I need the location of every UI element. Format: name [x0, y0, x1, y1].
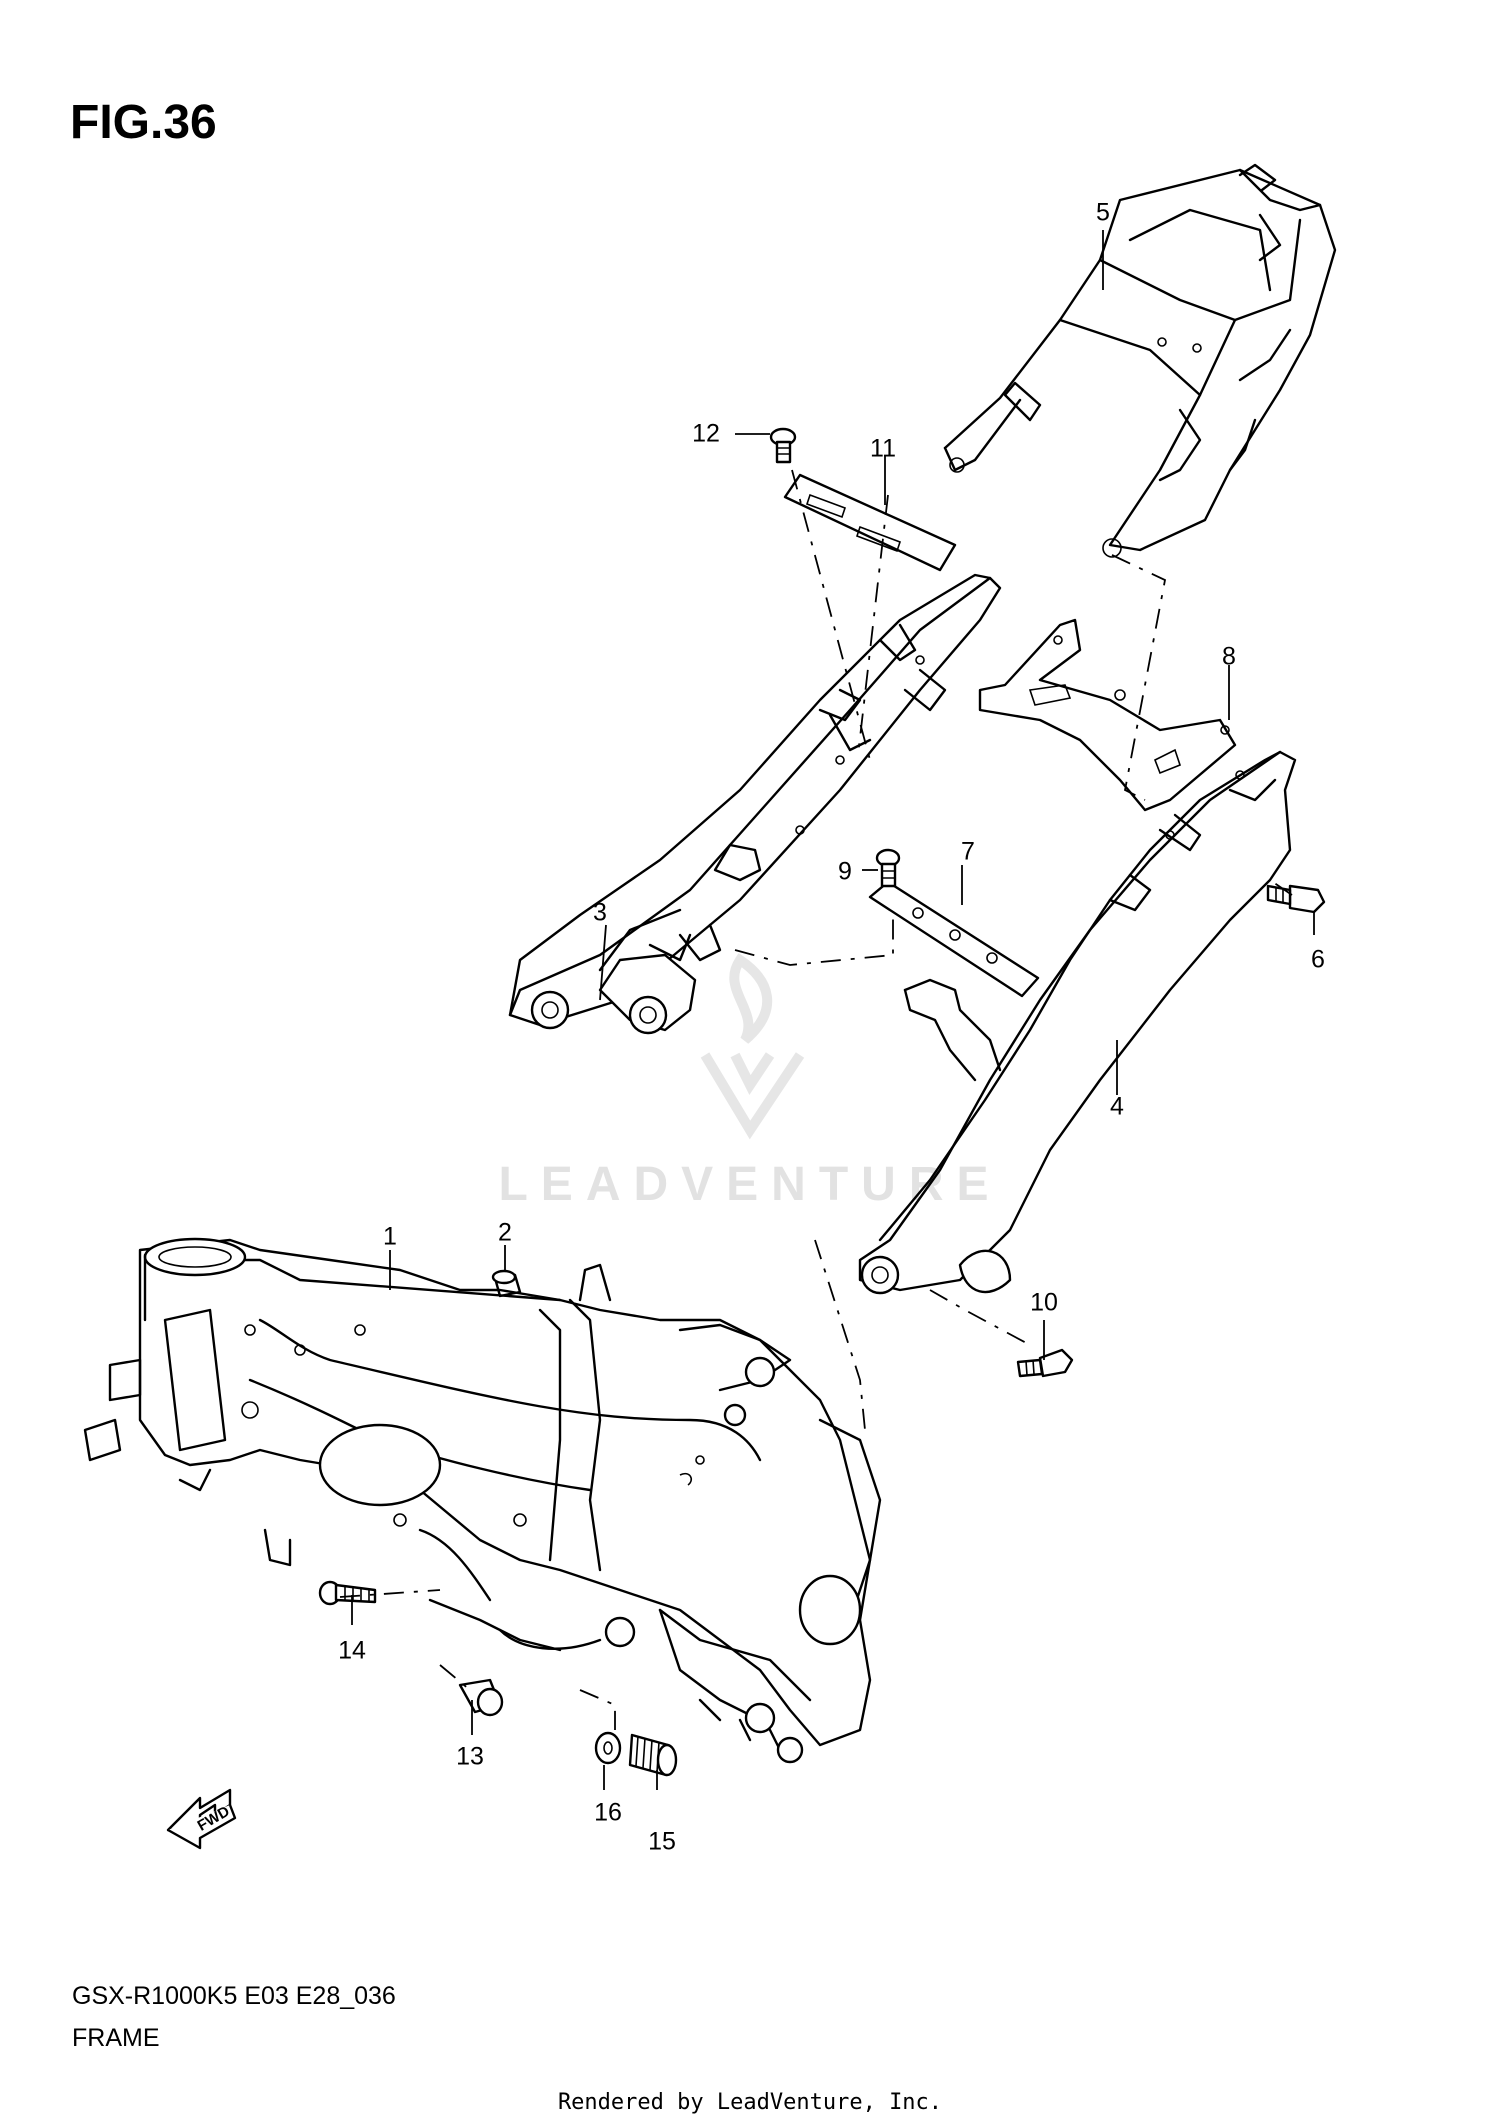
part-13-collar	[458, 1678, 504, 1717]
part-10-bolt	[1016, 1348, 1074, 1378]
part-15-insert	[628, 1733, 678, 1777]
part-7-plate	[868, 880, 1040, 998]
part-5-seat-frame	[943, 163, 1337, 558]
part-4-right-frame-rail	[858, 750, 1297, 1295]
fwd-arrow-icon: FWD	[166, 1788, 237, 1850]
part-1-main-frame	[83, 1237, 882, 1764]
callout-2: 2	[498, 1218, 512, 1247]
part-9-bolt	[875, 848, 901, 888]
callout-1: 1	[383, 1222, 397, 1251]
part-14-bolt	[318, 1580, 377, 1606]
render-credit: Rendered by LeadVenture, Inc.	[557, 2090, 943, 2115]
callout-12: 12	[692, 419, 720, 448]
leader-lines	[351, 230, 1315, 1790]
callout-4: 4	[1110, 1092, 1124, 1121]
part-6-bolt	[1266, 884, 1326, 914]
callout-16: 16	[594, 1798, 622, 1827]
part-3-left-frame-rail	[508, 573, 1002, 1035]
callout-14: 14	[338, 1636, 366, 1665]
callout-15: 15	[648, 1827, 676, 1856]
callout-7: 7	[961, 837, 975, 866]
section-name: FRAME	[72, 2024, 160, 2052]
callout-9: 9	[838, 857, 852, 886]
watermark-text: LEADVENTURE	[498, 1158, 1002, 1211]
leadventure-logo	[700, 953, 805, 1140]
callout-3: 3	[593, 898, 607, 927]
part-12-screw	[769, 427, 797, 464]
part-16-washer	[594, 1731, 622, 1765]
part-11-plate	[783, 473, 957, 572]
callout-13: 13	[456, 1742, 484, 1771]
callout-11: 11	[870, 434, 896, 463]
assembly-lines	[339, 469, 1293, 1730]
figure-title: FIG.36	[70, 96, 217, 149]
callout-10: 10	[1030, 1288, 1058, 1317]
part-8-bracket	[978, 618, 1237, 812]
callout-5: 5	[1096, 198, 1110, 227]
callout-6: 6	[1311, 945, 1325, 974]
callout-8: 8	[1222, 642, 1236, 671]
model-code: GSX-R1000K5 E03 E28_036	[72, 1982, 396, 2010]
